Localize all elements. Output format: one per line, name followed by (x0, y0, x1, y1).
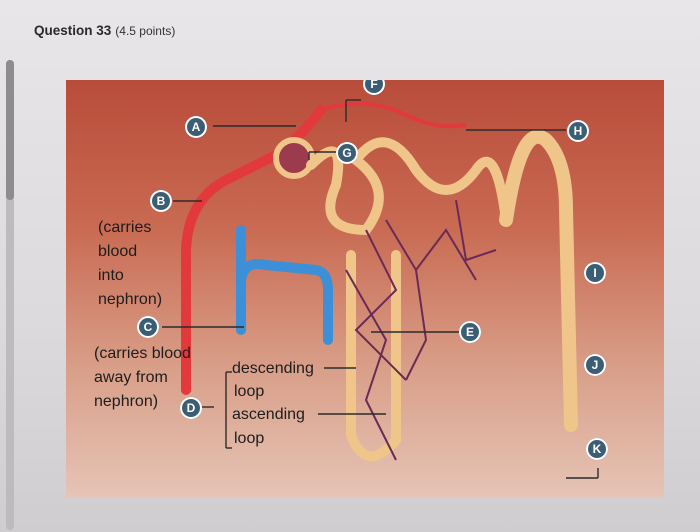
marker-h: H (567, 120, 589, 142)
question-number: Question 33 (34, 23, 112, 38)
marker-a: A (185, 116, 207, 138)
marker-k: K (586, 438, 608, 460)
marker-i: I (584, 262, 606, 284)
marker-b: B (150, 190, 172, 212)
peritubular-capillaries (345, 199, 497, 461)
question-points: (4.5 points) (115, 24, 176, 38)
leader-lines (162, 99, 599, 479)
label-b-line-3: into (98, 267, 124, 284)
label-b-line-1: (carries (98, 219, 152, 236)
marker-c: C (137, 316, 159, 338)
collecting-duct (499, 129, 578, 432)
marker-e: E (459, 321, 481, 343)
proximal-tubule (306, 137, 511, 236)
scrollbar[interactable] (6, 60, 14, 530)
label-b-line-2: blood (98, 243, 138, 260)
question-header: Question 33(4.5 points) (22, 14, 682, 44)
label-loop-1: loop (234, 383, 265, 400)
label-c-line-3: nephron) (94, 393, 159, 410)
glomerulus (273, 137, 315, 179)
scroll-thumb[interactable] (6, 60, 14, 200)
label-descending: descending (232, 360, 314, 377)
question-title: Question 33(4.5 points) (34, 23, 175, 38)
marker-f: F (363, 80, 385, 95)
afferent-artery (181, 105, 326, 395)
loop-of-henle (346, 250, 401, 462)
label-c-line-2: away from (94, 369, 168, 386)
marker-d: D (180, 397, 202, 419)
marker-g: G (336, 142, 358, 164)
artery-top-branch (320, 101, 467, 129)
label-loop-2: loop (234, 430, 265, 447)
label-ascending: ascending (232, 406, 305, 423)
marker-j: J (584, 354, 606, 376)
efferent-vein (236, 259, 333, 345)
nephron-diagram: A F G H B I C E J D K (carries blood int… (66, 80, 664, 498)
label-c-line-1: (carries blood (94, 345, 191, 362)
nephron-illustration (162, 99, 599, 479)
label-b-line-4: nephron) (98, 291, 163, 308)
